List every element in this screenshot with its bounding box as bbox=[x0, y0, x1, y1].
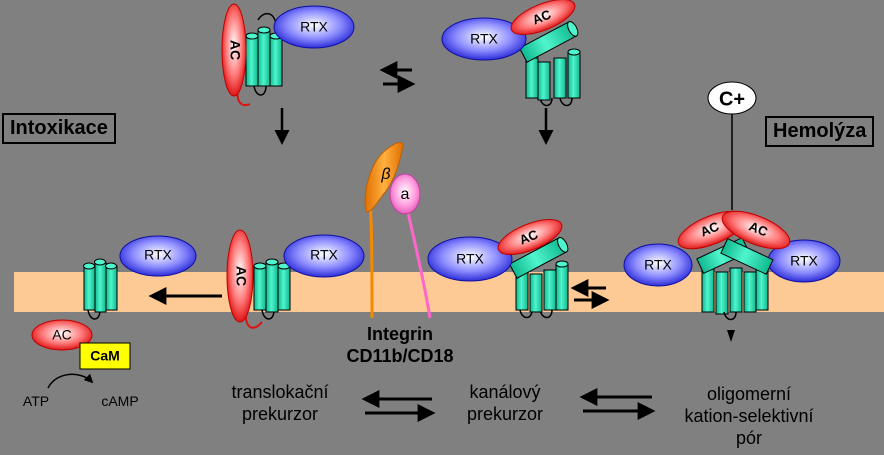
ac-domain-cytosolic bbox=[31, 319, 93, 351]
ac-label: AC bbox=[530, 6, 554, 27]
caption-line: oligomerní bbox=[706, 384, 792, 404]
integrin-beta-label: β bbox=[380, 166, 390, 183]
intoxication-label: Intoxikace bbox=[2, 113, 116, 144]
caption-line: kanálový bbox=[469, 382, 541, 402]
ac-domain bbox=[510, 0, 576, 36]
camp-label: cAMP bbox=[101, 393, 138, 409]
rtx-label: RTX bbox=[300, 19, 328, 35]
toxin-top-right: RTX AC bbox=[441, 0, 581, 107]
rtx-label: RTX bbox=[644, 257, 672, 273]
ac-label: AC bbox=[517, 226, 541, 247]
calmodulin-box bbox=[79, 342, 131, 370]
equilibrium-arrows-bottom-right bbox=[579, 388, 656, 420]
integrin-label-line2: CD11b/CD18 bbox=[346, 346, 453, 366]
integrin-beta-subunit bbox=[364, 142, 404, 213]
toxin-membrane-far-left: RTX bbox=[83, 235, 197, 320]
ac-label: AC bbox=[52, 327, 71, 343]
caption-oligomeric-pore: oligomerní kation-selektivní pór bbox=[664, 383, 834, 449]
caption-line: pór bbox=[735, 428, 762, 448]
integrin: β a bbox=[364, 142, 432, 319]
ac-domain bbox=[497, 218, 563, 256]
transmembrane-helices bbox=[696, 237, 774, 315]
integrin-alpha-subunit bbox=[389, 173, 421, 215]
rtx-domain bbox=[427, 236, 513, 282]
caption-line: kation-selektivní bbox=[684, 406, 814, 426]
ac-domain bbox=[721, 210, 791, 250]
cam-label: CaM bbox=[90, 348, 120, 364]
rtx-label: RTX bbox=[470, 31, 498, 47]
ac-domain bbox=[221, 3, 247, 97]
ac-label: AC bbox=[698, 218, 722, 239]
transmembrane-helices bbox=[508, 237, 569, 313]
caption-line: prekurzor bbox=[241, 404, 319, 424]
transmembrane-helices bbox=[253, 258, 291, 313]
equilibrium-arrows-membrane bbox=[570, 279, 610, 309]
transmembrane-helices bbox=[245, 26, 283, 87]
ac-domain bbox=[226, 229, 254, 323]
rtx-domain bbox=[623, 243, 693, 287]
arrow-pore-down bbox=[727, 330, 735, 342]
toxin-membrane-translocation-precursor: AC RTX bbox=[226, 229, 365, 329]
caption-channel-precursor: kanálový prekurzor bbox=[440, 381, 570, 425]
ac-label: AC bbox=[233, 266, 249, 286]
atp-label: ATP bbox=[23, 393, 49, 409]
caption-line: translokační bbox=[231, 382, 329, 402]
rtx-domain bbox=[273, 5, 355, 49]
ac-label: AC bbox=[227, 40, 243, 60]
toxin-membrane-channel-precursor: RTX AC bbox=[427, 218, 569, 319]
ac-label: AC bbox=[747, 219, 771, 240]
rtx-domain bbox=[283, 234, 365, 278]
transmembrane-helices bbox=[518, 21, 581, 101]
rtx-label: RTX bbox=[790, 253, 818, 269]
toxin-oligomeric-pore: RTX RTX AC AC bbox=[623, 210, 841, 321]
caption-line: prekurzor bbox=[466, 404, 544, 424]
atp-to-camp-arrow bbox=[47, 373, 94, 389]
equilibrium-arrows-bottom-left bbox=[361, 390, 436, 422]
rtx-domain bbox=[441, 17, 527, 61]
transmembrane-helices bbox=[83, 258, 118, 313]
rtx-domain bbox=[119, 235, 197, 277]
hemolysis-label: Hemolýza bbox=[765, 116, 875, 147]
rtx-label: RTX bbox=[310, 247, 338, 263]
integrin-alpha-label: a bbox=[401, 186, 410, 203]
cation-label: C+ bbox=[719, 88, 745, 110]
toxin-top-left: AC RTX bbox=[221, 3, 355, 106]
rtx-label: RTX bbox=[144, 247, 172, 263]
caption-translocation-precursor: translokační prekurzor bbox=[210, 381, 350, 425]
integrin-label-line1: Integrin bbox=[367, 324, 433, 344]
equilibrium-arrows-top bbox=[379, 61, 416, 93]
rtx-label: RTX bbox=[456, 251, 484, 267]
